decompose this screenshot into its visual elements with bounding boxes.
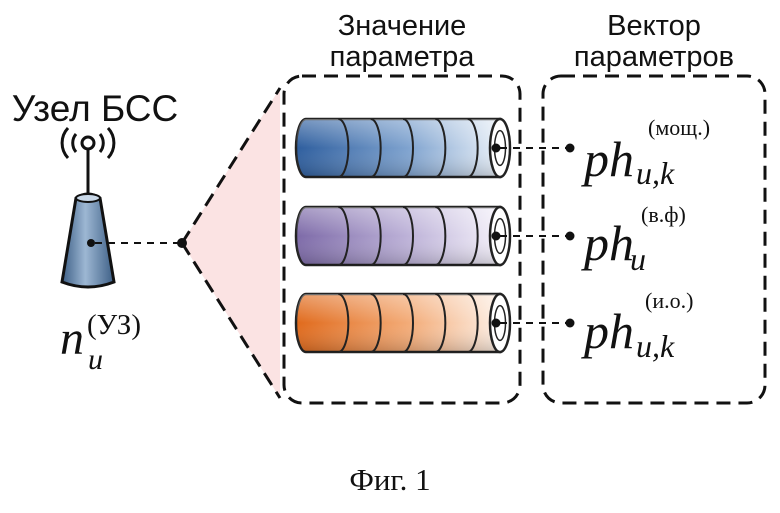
node-dot xyxy=(87,239,95,247)
vector-header-line1: Вектор xyxy=(543,12,765,41)
param-label-sub: u,k xyxy=(636,157,674,189)
param-label-sup: (и.о.) xyxy=(645,290,693,312)
figure-caption: Фиг. 1 xyxy=(0,464,780,495)
node-symbol-sup: (УЗ) xyxy=(87,311,141,340)
param-label-sup: (в.ф) xyxy=(641,204,686,226)
value-header-line2: параметра xyxy=(284,43,520,72)
node-symbol-sub: u xyxy=(88,345,103,375)
zoom-wedge xyxy=(182,88,280,398)
zoom-apex-dot xyxy=(177,238,187,248)
node-title: Узел БСС xyxy=(0,90,190,127)
cylinder-waveform xyxy=(296,207,575,265)
cylinder-group xyxy=(296,119,575,352)
value-header-line1: Значение xyxy=(284,12,520,41)
param-label-base: ph xyxy=(584,306,634,356)
cylinder-power xyxy=(296,119,575,177)
param-label-sub: u xyxy=(630,243,646,275)
param-label-base: ph xyxy=(584,218,634,268)
cylinder-emission xyxy=(296,294,575,352)
node-symbol-base: n xyxy=(60,315,84,363)
param-label-sup: (мощ.) xyxy=(648,117,710,139)
antenna-tower-icon xyxy=(62,128,114,287)
vector-header-line2: параметров xyxy=(543,43,765,72)
param-label-sub: u,k xyxy=(636,330,674,362)
param-label-base: ph xyxy=(584,134,634,184)
